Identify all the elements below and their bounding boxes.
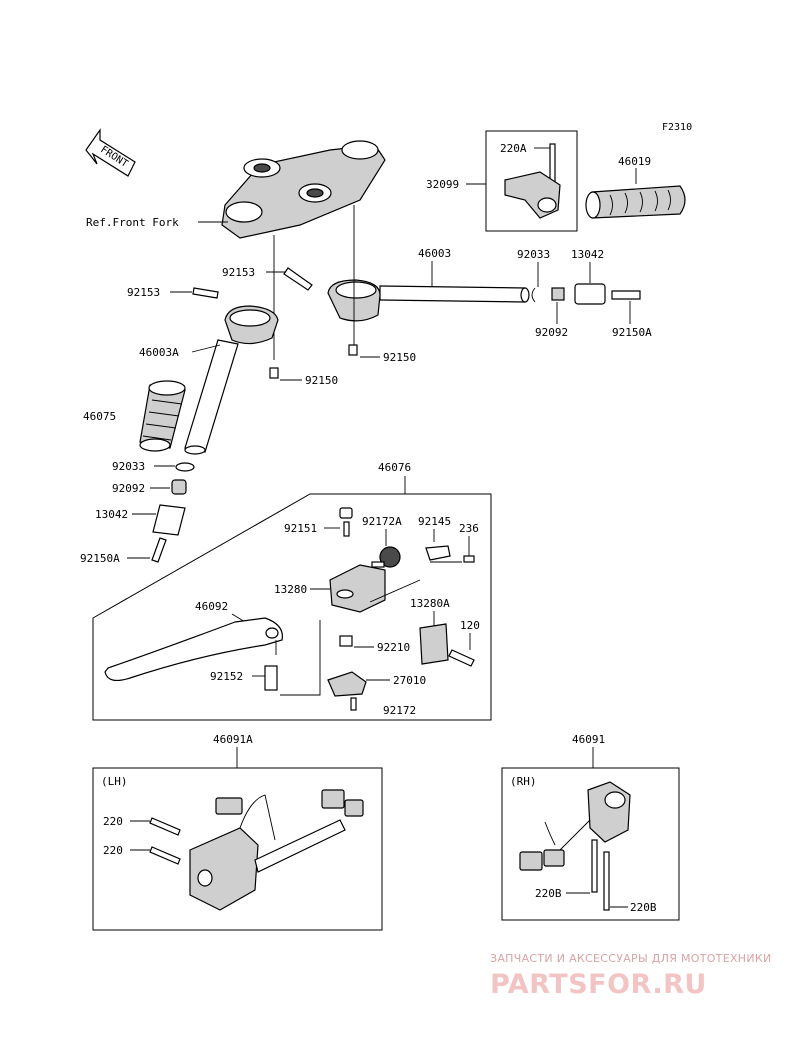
watermark-logo: PARTSFOR.RU — [490, 969, 707, 1000]
throttle-grip — [585, 185, 686, 219]
upper-triple-clamp — [221, 140, 386, 239]
label-46075: 46075 — [83, 410, 116, 423]
label-rh: (RH) — [510, 775, 537, 788]
label-92172a: 92172A — [362, 515, 402, 528]
collar-92092-l — [171, 479, 187, 495]
right-handlebar — [327, 279, 530, 322]
left-grip — [139, 380, 186, 452]
label-46076: 46076 — [378, 461, 411, 474]
label-220-b: 220 — [103, 844, 123, 857]
label-46091a: 46091A — [213, 733, 253, 746]
label-92152: 92152 — [210, 670, 243, 683]
clamp-13280a — [419, 623, 449, 665]
screw-220-a — [149, 817, 181, 836]
weight-13042-l — [152, 504, 186, 536]
watermark-tagline: ЗАПЧАСТИ И АКСЕССУАРЫ ДЛЯ МОТОТЕХНИКИ — [490, 952, 772, 965]
figure-code: F2310 — [662, 122, 692, 133]
label-lh: (LH) — [101, 775, 128, 788]
label-92151: 92151 — [284, 522, 317, 535]
bolt-92150-left — [269, 367, 279, 379]
label-92033-r: 92033 — [517, 248, 550, 261]
label-13042-r: 13042 — [571, 248, 604, 261]
throttle-case-box — [485, 130, 578, 232]
label-46092: 46092 — [195, 600, 228, 613]
label-220b-a: 220B — [535, 887, 562, 900]
label-236: 236 — [459, 522, 479, 535]
bolt-92153-a — [283, 267, 313, 291]
circlip-92033-r — [531, 287, 536, 303]
bolt-92153-b — [192, 287, 219, 299]
screw-236 — [463, 555, 475, 563]
switch-27010 — [327, 671, 367, 697]
label-92150a-l: 92150A — [80, 552, 120, 565]
screw-92172 — [350, 697, 357, 711]
lh-switch-housing — [189, 789, 364, 911]
label-92092-r: 92092 — [535, 326, 568, 339]
clutch-lever-46092 — [104, 617, 283, 682]
label-92145: 92145 — [418, 515, 451, 528]
label-92033-l: 92033 — [112, 460, 145, 473]
collar-92092-r — [551, 287, 565, 301]
label-92150a-r: 92150A — [612, 326, 652, 339]
label-46003a: 46003A — [139, 346, 179, 359]
label-13280: 13280 — [274, 583, 307, 596]
clutch-lever-box — [92, 493, 492, 721]
screw-92151 — [343, 521, 350, 537]
label-13042-l: 13042 — [95, 508, 128, 521]
nut-92210 — [339, 635, 353, 647]
screw-92150a-l — [151, 537, 167, 563]
rh-switch-box — [501, 767, 680, 921]
spring-92145 — [425, 545, 451, 561]
screw-92150a-r — [611, 290, 641, 300]
label-92172: 92172 — [383, 704, 416, 717]
left-handlebar — [184, 305, 279, 455]
label-92092-l: 92092 — [112, 482, 145, 495]
rh-switch-housing — [519, 781, 631, 871]
lh-switch-box — [92, 767, 383, 931]
label-220b-b: 220B — [630, 901, 657, 914]
label-13280a: 13280A — [410, 597, 450, 610]
label-92150-b: 92150 — [305, 374, 338, 387]
screw-220b-a — [591, 839, 598, 893]
bolt-120 — [448, 649, 475, 667]
screw-220b-b — [603, 851, 610, 911]
label-92153-b: 92153 — [127, 286, 160, 299]
label-46091: 46091 — [572, 733, 605, 746]
label-46003: 46003 — [418, 247, 451, 260]
label-120: 120 — [460, 619, 480, 632]
label-ref-front-fork: Ref.Front Fork — [86, 216, 179, 229]
front-arrow-icon: FRONT — [85, 128, 136, 177]
label-92150-a: 92150 — [383, 351, 416, 364]
cap-92151 — [339, 507, 353, 519]
screw-220-b — [149, 846, 181, 865]
circlip-92033-l — [175, 462, 195, 472]
label-220-a: 220 — [103, 815, 123, 828]
label-220a-top: 220A — [500, 142, 527, 155]
weight-13042-r — [574, 283, 606, 305]
adjuster-92172a — [371, 546, 401, 568]
bolt-92150-right — [348, 344, 358, 356]
label-92153-a: 92153 — [222, 266, 255, 279]
label-32099: 32099 — [426, 178, 459, 191]
lever-holder-13280 — [329, 564, 386, 613]
label-46019: 46019 — [618, 155, 651, 168]
collar-92152 — [264, 665, 278, 691]
label-92210: 92210 — [377, 641, 410, 654]
label-27010: 27010 — [393, 674, 426, 687]
